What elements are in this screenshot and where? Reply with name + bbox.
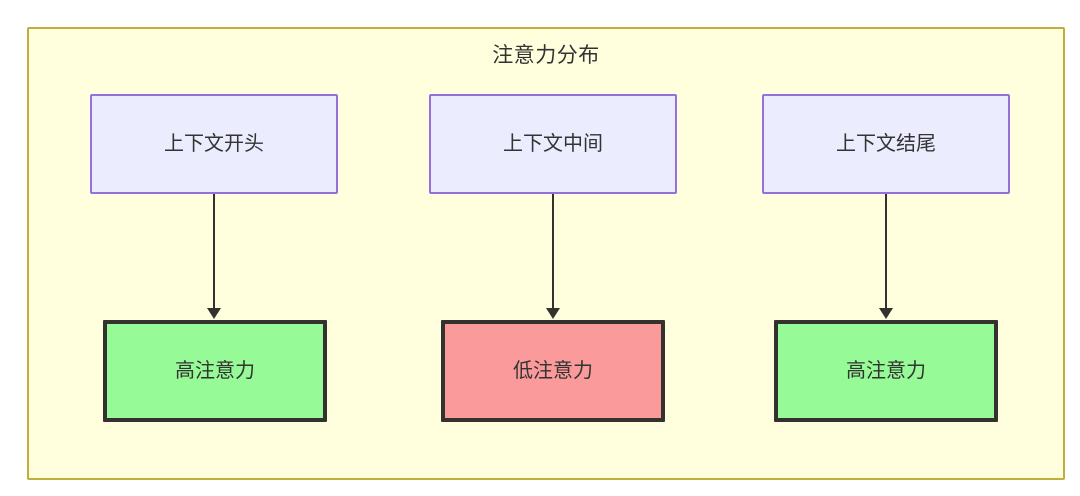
edge-line — [552, 194, 554, 310]
subgraph-attention-distribution: 注意力分布 上下文开头 高注意力 上下文中间 低注意力 上下文结尾 — [27, 27, 1065, 480]
node-high-attention-start[interactable]: 高注意力 — [103, 320, 327, 422]
edge-context-start-to-high-attention — [207, 194, 221, 320]
node-high-attention-start-label: 高注意力 — [175, 360, 255, 382]
node-low-attention-middle-label: 低注意力 — [513, 360, 593, 382]
node-context-middle[interactable]: 上下文中间 — [429, 94, 677, 194]
node-high-attention-end[interactable]: 高注意力 — [774, 320, 998, 422]
edge-line — [885, 194, 887, 310]
node-context-start[interactable]: 上下文开头 — [90, 94, 338, 194]
edge-context-middle-to-low-attention — [546, 194, 560, 320]
arrowhead-down-icon — [879, 308, 893, 319]
subgraph-title: 注意力分布 — [492, 44, 600, 67]
node-context-middle-label: 上下文中间 — [503, 133, 603, 155]
arrowhead-down-icon — [207, 308, 221, 319]
edge-context-end-to-high-attention — [879, 194, 893, 320]
node-context-end[interactable]: 上下文结尾 — [762, 94, 1010, 194]
node-low-attention-middle[interactable]: 低注意力 — [441, 320, 665, 422]
node-context-start-label: 上下文开头 — [164, 133, 264, 155]
edge-line — [213, 194, 215, 310]
node-context-end-label: 上下文结尾 — [836, 133, 936, 155]
node-high-attention-end-label: 高注意力 — [846, 360, 926, 382]
arrowhead-down-icon — [546, 308, 560, 319]
